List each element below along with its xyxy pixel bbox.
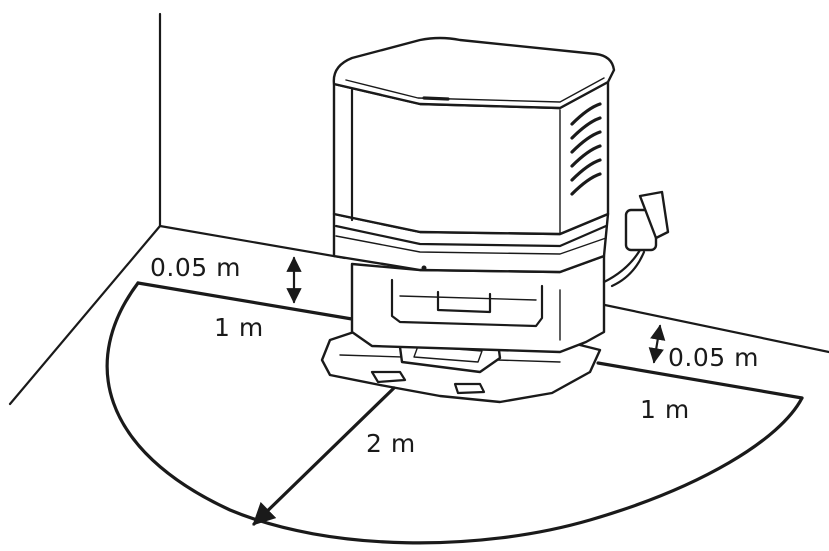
left-side-label: 1 m <box>214 313 264 342</box>
docking-station <box>320 36 616 404</box>
vent-slots <box>570 102 602 196</box>
right-clearance-arrow <box>648 324 666 364</box>
right-boundary-line <box>596 361 804 400</box>
left-clearance-label: 0.05 m <box>150 253 241 282</box>
dock-lid <box>332 36 616 110</box>
front-distance-label: 2 m <box>366 429 416 458</box>
clearance-arc <box>105 281 804 545</box>
dimension-arrows <box>252 256 666 526</box>
right-clearance-label: 0.05 m <box>668 343 759 372</box>
left-boundary-line <box>136 281 354 321</box>
clearance-zone <box>105 281 804 545</box>
front-distance-arrow <box>252 386 396 526</box>
wall-socket-icon <box>638 190 670 240</box>
right-side-label: 1 m <box>640 395 690 424</box>
room-lines <box>8 12 829 406</box>
power-plug <box>602 190 670 288</box>
